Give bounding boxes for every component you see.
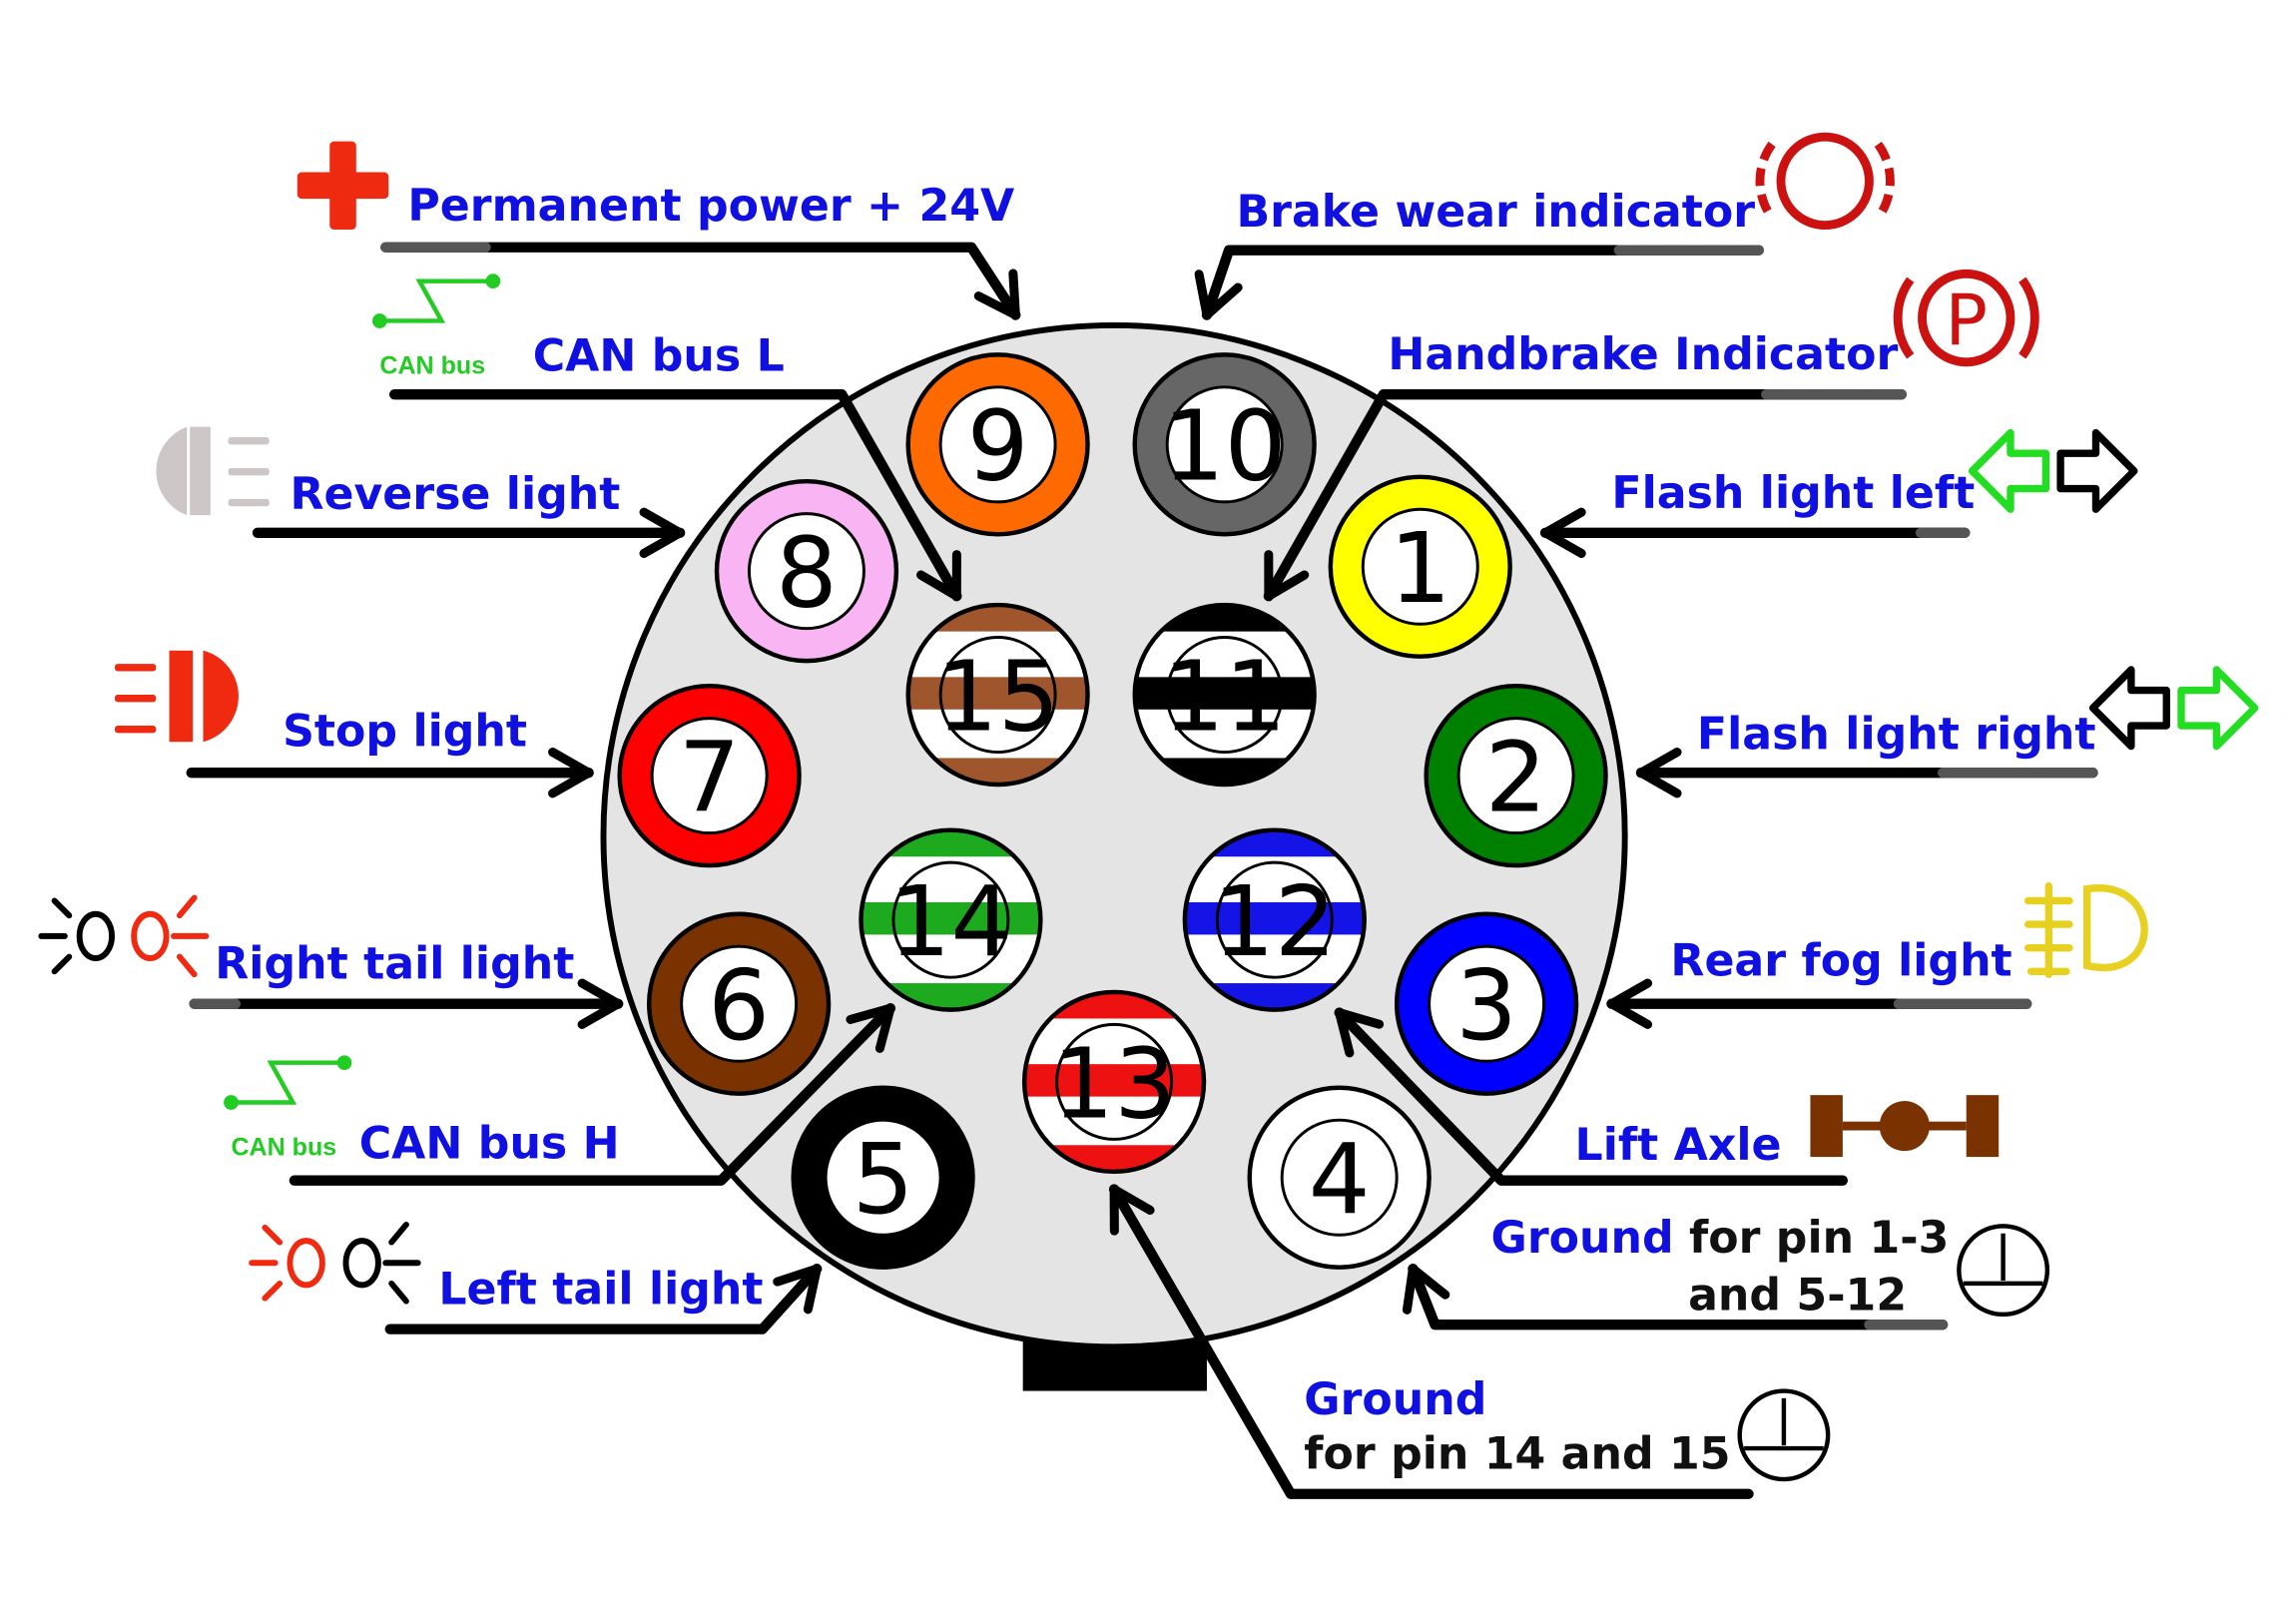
ground-1-rest: for pin 1-3 xyxy=(1674,1213,1950,1264)
wire-ground-1 xyxy=(1402,1263,1949,1331)
pin-number: 15 xyxy=(936,640,1060,753)
label-ground-2-line2: for pin 14 and 15 xyxy=(1304,1429,1730,1480)
pin-number: 1 xyxy=(1390,512,1451,625)
can-bus-icon-text: CAN bus xyxy=(231,1134,336,1162)
can-bus-icon-text: CAN bus xyxy=(379,352,485,380)
label-right-tail: Right tail light xyxy=(215,939,574,990)
pin-number: 8 xyxy=(776,517,838,630)
label-flash-left: Flash light left xyxy=(1611,468,1975,519)
pin-number: 2 xyxy=(1485,722,1547,834)
label-stop-light: Stop light xyxy=(283,707,527,758)
tail-light-icon xyxy=(38,894,210,978)
pin-center xyxy=(1280,1118,1399,1237)
pin-12: 12 xyxy=(1182,827,1367,1012)
pin-center xyxy=(680,944,799,1063)
pin-stripe xyxy=(1134,677,1315,710)
pin-14: 14 xyxy=(859,827,1043,1012)
label-permanent-power: Permanent power + 24V xyxy=(407,181,1014,232)
flash-left-icon xyxy=(1968,428,2138,513)
wires xyxy=(186,242,2098,1499)
pin-stripe xyxy=(1184,901,1365,935)
pin-stripe xyxy=(1024,1064,1205,1097)
label-left-tail: Left tail light xyxy=(438,1265,763,1316)
pin-3: 3 xyxy=(1394,911,1579,1096)
pin-10: 10 xyxy=(1132,352,1317,537)
pin-center xyxy=(650,717,769,835)
pin-2: 2 xyxy=(1424,683,1608,868)
pin-number: 10 xyxy=(1163,390,1287,503)
wire-lift-axle xyxy=(1334,1007,1849,1186)
plus-icon xyxy=(296,141,389,231)
pin-center xyxy=(1456,717,1575,835)
pin-stripe xyxy=(907,677,1088,710)
pin-center xyxy=(1165,385,1284,504)
can-bus-icon: CAN bus xyxy=(372,273,501,380)
label-ground-1-line2: and 5-12 xyxy=(1688,1270,1907,1321)
label-rear-fog: Rear fog light xyxy=(1670,936,2011,987)
pin-number: 6 xyxy=(708,949,770,1062)
pin-number: 9 xyxy=(967,390,1029,503)
flash-right-icon xyxy=(2088,666,2259,751)
pin-number: 11 xyxy=(1163,640,1287,753)
pin-13: 13 xyxy=(1021,989,1207,1175)
wire-handbrake xyxy=(1263,389,1908,602)
label-handbrake: Handbrake Indicator xyxy=(1388,329,1898,380)
wire-ground-2 xyxy=(1108,1184,1754,1499)
labels: Permanent power + 24V Brake wear indicat… xyxy=(215,181,2095,1480)
pin-number: 14 xyxy=(889,865,1013,978)
pin-stripe xyxy=(861,901,1041,935)
pin-number: 12 xyxy=(1213,865,1337,978)
pin-11: 11 xyxy=(1132,602,1317,788)
wire-end-grey xyxy=(189,242,2098,1331)
pin-center xyxy=(1428,944,1546,1063)
reverse-light-icon xyxy=(156,426,270,516)
label-ground-2: Ground xyxy=(1304,1374,1486,1425)
rear-fog-icon xyxy=(2023,882,2148,978)
pin-8: 8 xyxy=(714,479,899,664)
pin-4: 4 xyxy=(1247,1085,1432,1270)
pin-7: 7 xyxy=(617,683,802,868)
handbrake-icon: P xyxy=(1893,268,2039,367)
label-reverse-light: Reverse light xyxy=(289,469,620,520)
pin-center xyxy=(1361,507,1479,626)
tail-light-icon xyxy=(249,1221,421,1305)
wire-left-tail xyxy=(384,1263,823,1334)
stop-light-icon xyxy=(115,650,239,743)
label-brake-wear: Brake wear indicator xyxy=(1236,187,1755,238)
pin-number: 5 xyxy=(853,1123,914,1236)
pin-center xyxy=(824,1118,942,1237)
can-bus-icon: CAN bus xyxy=(224,1055,352,1162)
wire-brake-wear xyxy=(1194,245,1765,320)
lift-axle-icon xyxy=(1810,1095,2000,1158)
pin-number: 7 xyxy=(679,722,741,834)
wire-can-bus-l xyxy=(388,389,962,602)
wire-permanent-power xyxy=(380,242,1021,320)
label-ground-1: Ground for pin 1-3 xyxy=(1491,1213,1950,1264)
ground-word: Ground xyxy=(1491,1213,1674,1264)
pin-15: 15 xyxy=(905,602,1090,788)
ground-icon xyxy=(1957,1224,2050,1318)
pin-6: 6 xyxy=(646,911,832,1096)
pin-1: 1 xyxy=(1328,474,1512,659)
pin-number: 4 xyxy=(1309,1123,1371,1236)
ground-icon xyxy=(1737,1388,1831,1482)
pin-number: 3 xyxy=(1455,949,1517,1062)
pin-center xyxy=(747,512,865,631)
label-can-bus-l: CAN bus L xyxy=(533,331,785,382)
handbrake-letter: P xyxy=(1945,278,1988,361)
brake-wear-icon xyxy=(1755,132,1895,231)
wire-can-bus-h xyxy=(288,1002,896,1186)
pin-center xyxy=(938,385,1057,504)
label-can-bus-h: CAN bus H xyxy=(359,1119,620,1170)
pin-9: 9 xyxy=(905,352,1090,537)
label-lift-axle: Lift Axle xyxy=(1575,1120,1782,1171)
pin-number: 13 xyxy=(1052,1027,1176,1140)
pin-5: 5 xyxy=(791,1085,975,1270)
label-flash-right: Flash light right xyxy=(1697,710,2096,761)
